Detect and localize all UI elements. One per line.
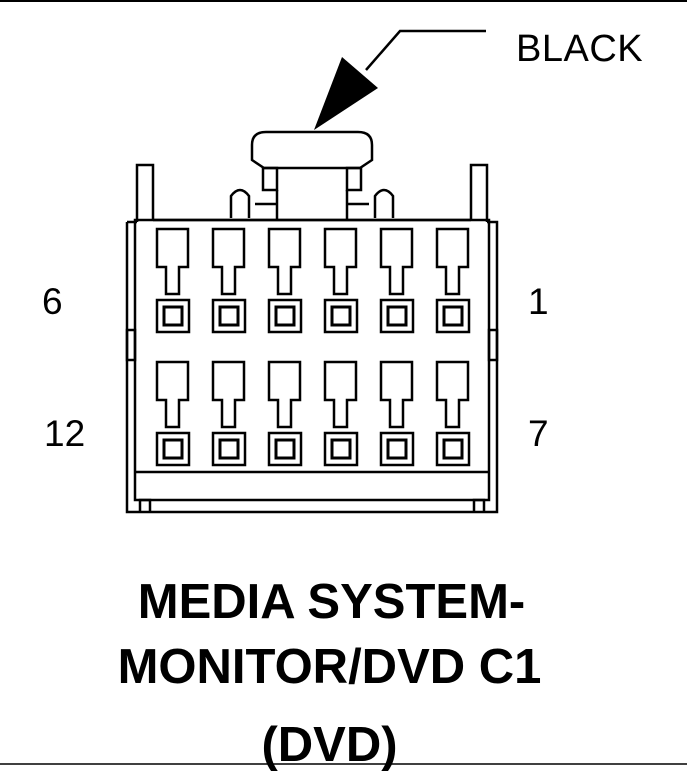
pin-cavity bbox=[379, 431, 415, 467]
pin-terminal bbox=[435, 227, 470, 296]
connector-title-line1: MEDIA SYSTEM- bbox=[137, 575, 526, 629]
pin-terminal bbox=[155, 360, 190, 429]
outer-housing bbox=[125, 220, 499, 514]
bump-right bbox=[373, 188, 395, 218]
pin-cavity-inner bbox=[386, 438, 408, 460]
pin-terminal bbox=[379, 360, 414, 429]
pin-cavity-inner bbox=[442, 305, 464, 327]
pin-terminal bbox=[379, 227, 414, 296]
post-right bbox=[469, 163, 489, 222]
wire-color-label: BLACK bbox=[516, 28, 644, 70]
latch-tab-left bbox=[261, 166, 279, 192]
pin-cavity-inner bbox=[218, 438, 240, 460]
pin-terminal bbox=[267, 227, 302, 296]
pin-label-6: 6 bbox=[42, 281, 63, 322]
pin-terminal bbox=[267, 360, 302, 429]
pin-cavity-inner bbox=[330, 438, 352, 460]
pin-terminal bbox=[211, 227, 246, 296]
leader-arrow bbox=[314, 57, 378, 130]
pin-cavity bbox=[211, 298, 247, 334]
pin-label-1: 1 bbox=[528, 281, 549, 322]
pin-cavity bbox=[435, 431, 471, 467]
pin-cavity bbox=[323, 431, 359, 467]
pin-terminal bbox=[435, 360, 470, 429]
pin-label-12: 12 bbox=[44, 413, 86, 454]
pin-cavity bbox=[323, 298, 359, 334]
pin-array bbox=[155, 227, 471, 467]
pin-cavity-inner bbox=[274, 438, 296, 460]
connector-title-line3: (DVD) bbox=[261, 718, 398, 772]
pin-cavity bbox=[379, 298, 415, 334]
pin-terminal bbox=[211, 360, 246, 429]
pin-cavity-inner bbox=[386, 305, 408, 327]
pin-cavity-inner bbox=[162, 305, 184, 327]
pin-cavity-inner bbox=[274, 305, 296, 327]
pin-cavity bbox=[435, 298, 471, 334]
pin-terminal bbox=[155, 227, 190, 296]
leader-line bbox=[365, 29, 486, 71]
connector-title-line2: MONITOR/DVD C1 bbox=[117, 640, 542, 694]
pin-cavity-inner bbox=[442, 438, 464, 460]
latch-tab-right bbox=[345, 166, 363, 192]
latch bbox=[250, 130, 374, 170]
pin-cavity-inner bbox=[162, 438, 184, 460]
pin-terminal bbox=[323, 360, 358, 429]
pin-cavity-inner bbox=[330, 305, 352, 327]
pin-terminal bbox=[323, 227, 358, 296]
pin-cavity-inner bbox=[218, 305, 240, 327]
pin-cavity bbox=[267, 431, 303, 467]
pin-cavity bbox=[155, 298, 191, 334]
bump-left bbox=[229, 188, 251, 218]
pin-cavity bbox=[267, 298, 303, 334]
pin-label-7: 7 bbox=[528, 413, 549, 454]
pin-cavity bbox=[211, 431, 247, 467]
connector-housing bbox=[125, 130, 499, 514]
pin-cavity bbox=[155, 431, 191, 467]
post-left bbox=[135, 163, 155, 222]
